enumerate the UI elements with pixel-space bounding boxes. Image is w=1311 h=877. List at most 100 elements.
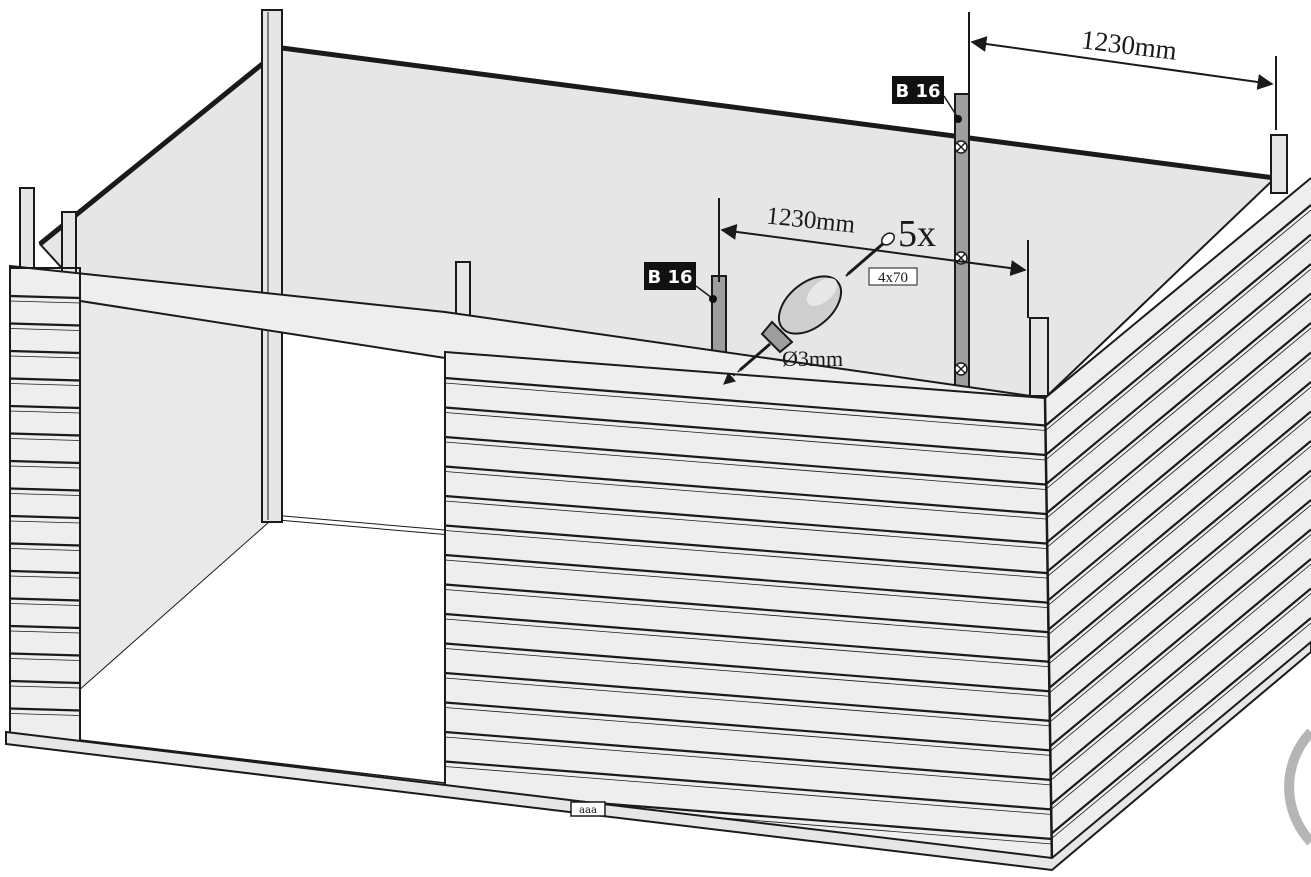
right-wall-board <box>1045 617 1311 840</box>
right-wall-board <box>1045 469 1311 693</box>
left-wall-board-groove <box>10 438 80 441</box>
right-wall-board <box>1045 381 1311 604</box>
screw-x-mark-icon <box>954 362 968 376</box>
right-wall-board-groove <box>1045 504 1311 727</box>
door-opening <box>80 520 445 785</box>
right-wall-board-groove <box>1045 475 1311 697</box>
front-wall-board-groove <box>445 559 1052 609</box>
right-wall-board-groove <box>1045 593 1311 815</box>
front-wall-board-groove <box>445 766 1052 815</box>
left-wall-board <box>10 294 80 300</box>
front-wall-board-groove <box>445 736 1052 786</box>
front-wall-board <box>445 435 1052 487</box>
right-wall-board-groove <box>1045 268 1311 491</box>
front-wall-board <box>445 376 1052 428</box>
left-wall-board-groove <box>10 355 80 359</box>
post-right-inner <box>1029 317 1049 397</box>
screw-x-mark-icon <box>954 140 968 154</box>
part-tag-right: B 16 <box>892 76 962 123</box>
right-wall-board <box>1045 440 1311 663</box>
right-wall-board <box>1045 499 1311 722</box>
right-wall-board-groove <box>1045 209 1311 432</box>
front-wall-board <box>445 406 1052 457</box>
svg-text:B 16: B 16 <box>647 267 692 288</box>
left-wall-board-groove <box>10 520 80 524</box>
batten-b16-left <box>711 275 727 357</box>
front-wall-board-groove <box>445 530 1052 579</box>
right-wall-board <box>1045 351 1311 575</box>
left-wall-board-groove <box>10 300 80 304</box>
right-wall-board-groove <box>1045 327 1311 550</box>
left-wall-board <box>10 679 80 685</box>
right-wall-board <box>1045 204 1311 427</box>
right-wall-board <box>1045 263 1311 486</box>
screw-size-box <box>868 267 918 286</box>
right-wall-board <box>1045 233 1311 457</box>
left-wall-board <box>10 652 80 657</box>
left-wall-board-groove <box>10 383 80 386</box>
right-wall-board-groove <box>1045 416 1311 638</box>
front-wall-board <box>445 583 1052 634</box>
front-wall-board <box>445 760 1052 811</box>
base-label-box <box>570 801 606 817</box>
part-tag-left: B 16 <box>644 262 717 303</box>
front-wall-board <box>445 730 1052 782</box>
base-rail <box>5 640 1311 872</box>
left-wall-board-groove <box>10 603 80 606</box>
front-wall-board <box>445 553 1052 605</box>
front-wall-board-groove <box>445 412 1052 461</box>
floor-edge-back-2 <box>271 514 446 531</box>
front-wall-board <box>445 494 1052 546</box>
dim-top-line <box>970 36 1274 90</box>
left-wall-board <box>10 404 80 410</box>
post-left-front-b <box>61 211 77 275</box>
right-wall-board <box>1045 410 1311 634</box>
left-wall-board <box>10 569 80 575</box>
front-wall-board <box>445 642 1052 693</box>
front-wall-board-groove <box>445 471 1052 520</box>
left-wall-board <box>10 349 80 355</box>
left-wall-board-groove <box>10 548 80 551</box>
right-wall-board-groove <box>1045 298 1311 520</box>
right-wall-board-groove <box>1045 445 1311 668</box>
front-wall-board <box>445 671 1052 723</box>
drill-icon <box>723 275 842 385</box>
front-wall-board-groove <box>445 648 1052 697</box>
screw-icon <box>845 232 896 277</box>
right-wall-board <box>1045 528 1311 752</box>
right-wall <box>1045 178 1311 863</box>
left-wall-board <box>10 624 80 630</box>
right-wall-board <box>1045 558 1311 781</box>
right-wall-board-groove <box>1045 534 1311 756</box>
right-wall-board-groove <box>1045 622 1311 845</box>
front-wall <box>445 352 1052 863</box>
left-wall-board-groove <box>10 658 80 661</box>
left-wall-board <box>10 514 80 520</box>
svg-text:B 16: B 16 <box>895 81 940 102</box>
left-wall-board-groove <box>10 465 80 469</box>
front-wall-board <box>445 612 1052 664</box>
post-back-right <box>1270 134 1288 194</box>
right-wall-board-groove <box>1045 386 1311 609</box>
left-wall-board <box>10 597 80 602</box>
left-wall-board-groove <box>10 713 80 716</box>
right-wall-board <box>1045 322 1311 545</box>
left-wall-board <box>10 487 80 492</box>
right-wall-board <box>1045 292 1311 516</box>
left-end-wall <box>10 268 80 742</box>
left-wall-board-groove <box>10 685 80 689</box>
front-wall-board-groove <box>445 707 1052 756</box>
front-wall-board <box>445 701 1052 752</box>
left-wall-board-groove <box>10 575 80 579</box>
post-left-front-a <box>19 187 35 269</box>
left-wall-board <box>10 432 80 437</box>
left-wall-board <box>10 377 80 382</box>
left-wall-board-groove <box>10 630 80 634</box>
screw-size: 4x70 <box>878 270 908 286</box>
batten-b16-right <box>954 93 970 391</box>
right-wall-board-groove <box>1045 239 1311 461</box>
right-wall-frame <box>1044 177 1311 399</box>
left-wall-board-groove <box>10 410 80 414</box>
callout-circle-partial <box>1284 728 1311 846</box>
